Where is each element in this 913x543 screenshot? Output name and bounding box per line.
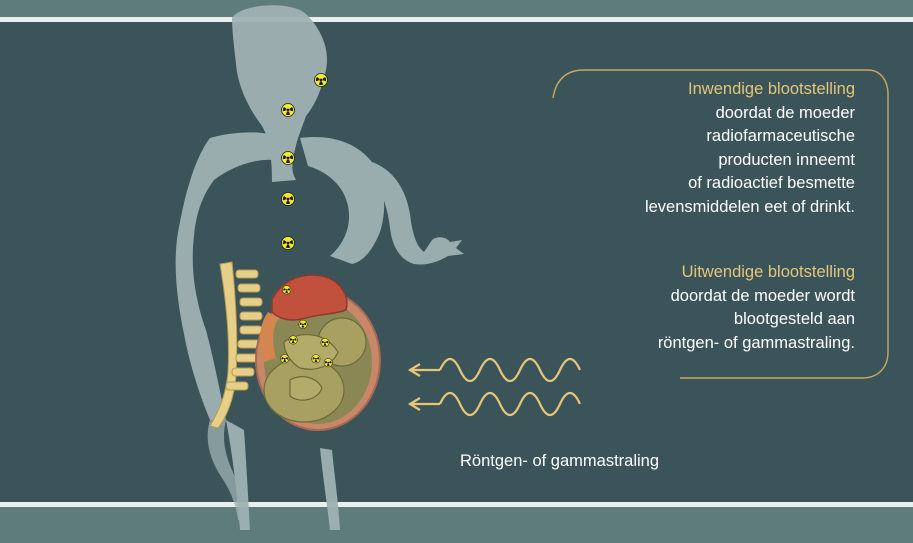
internal-line: doordat de moeder: [645, 102, 855, 126]
external-line: blootgesteld aan: [658, 308, 855, 332]
radiation-symbol-icon: [315, 74, 328, 87]
external-line: doordat de moeder wordt: [658, 285, 855, 309]
external-line: röntgen- of gammastraling.: [658, 332, 855, 356]
wave-arrow-icon: [410, 359, 580, 381]
internal-heading: Inwendige blootstelling: [645, 78, 855, 102]
radiation-symbol-icon: [282, 193, 295, 206]
radiation-symbol-icon: [282, 237, 295, 250]
internal-exposure-text: Inwendige blootstelling doordat de moede…: [645, 78, 855, 219]
radiation-symbol-icon: [282, 152, 295, 165]
external-heading: Uitwendige blootstelling: [658, 261, 855, 285]
internal-line: of radioactief besmette: [645, 172, 855, 196]
radiation-symbol-icon: [282, 104, 295, 117]
radiation-label: Röntgen- of gammastraling: [460, 452, 659, 471]
wave-arrow-icon: [410, 393, 580, 415]
external-exposure-text: Uitwendige blootstelling doordat de moed…: [658, 261, 855, 355]
internal-line: levensmiddelen eet of drinkt.: [645, 196, 855, 220]
internal-line: radiofarmaceutische: [645, 125, 855, 149]
internal-line: producten inneemt: [645, 149, 855, 173]
